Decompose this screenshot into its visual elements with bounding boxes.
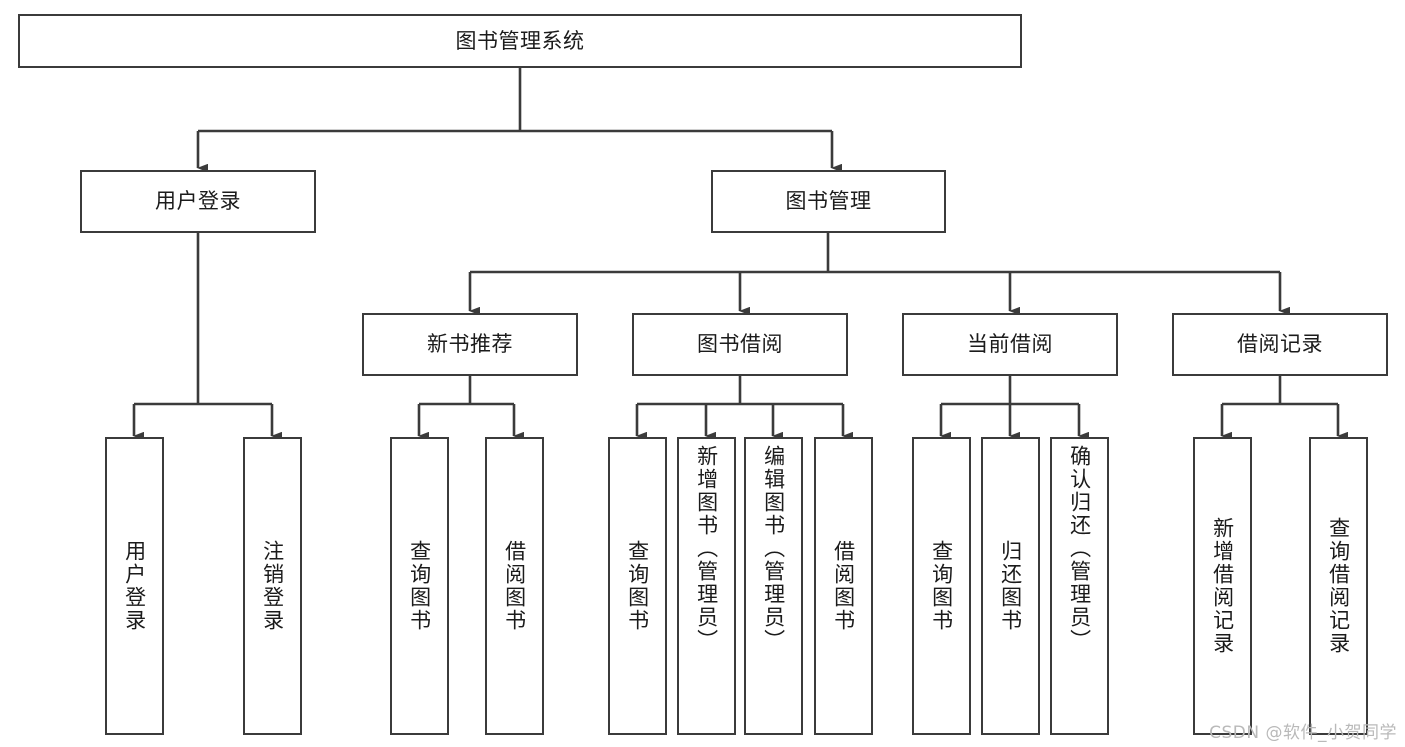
node-label: 用户登录 [155, 189, 241, 214]
node-label: 编辑图书（管理员） [761, 445, 786, 652]
node-label: 注销登录 [260, 540, 285, 632]
node-label: 查询借阅记录 [1326, 517, 1351, 655]
leaf-current-return-book[interactable]: 归还图书 [981, 437, 1040, 735]
node-label: 借阅图书 [831, 540, 856, 632]
node-label: 归还图书 [998, 540, 1023, 632]
leaf-record-add-record[interactable]: 新增借阅记录 [1193, 437, 1252, 735]
node-label: 借阅图书 [502, 540, 527, 632]
node-label: 查询图书 [625, 540, 650, 632]
leaf-user-login-login[interactable]: 用户登录 [105, 437, 164, 735]
watermark-text: CSDN @软件_小贺同学 [1209, 723, 1397, 743]
node-label: 新增图书（管理员） [694, 445, 719, 652]
leaf-borrow-add-book-admin[interactable]: 新增图书（管理员） [677, 437, 736, 735]
node-borrowing-records[interactable]: 借阅记录 [1172, 313, 1388, 376]
leaf-borrow-query-book[interactable]: 查询图书 [608, 437, 667, 735]
leaf-new-book-query-book[interactable]: 查询图书 [390, 437, 449, 735]
leaf-record-query-record[interactable]: 查询借阅记录 [1309, 437, 1368, 735]
leaf-new-book-borrow-book[interactable]: 借阅图书 [485, 437, 544, 735]
node-book-borrowing[interactable]: 图书借阅 [632, 313, 848, 376]
node-book-management[interactable]: 图书管理 [711, 170, 946, 233]
node-label: 新书推荐 [427, 332, 513, 357]
node-label: 图书借阅 [697, 332, 783, 357]
node-root-book-management-system[interactable]: 图书管理系统 [18, 14, 1022, 68]
node-user-login[interactable]: 用户登录 [80, 170, 316, 233]
leaf-current-confirm-return-admin[interactable]: 确认归还（管理员） [1050, 437, 1109, 735]
node-label: 当前借阅 [967, 332, 1053, 357]
node-new-book-recommendation[interactable]: 新书推荐 [362, 313, 578, 376]
node-label: 图书管理 [785, 189, 872, 214]
leaf-user-login-logout[interactable]: 注销登录 [243, 437, 302, 735]
node-label: 借阅记录 [1237, 332, 1323, 357]
node-label: 用户登录 [122, 540, 147, 632]
node-label: 查询图书 [407, 540, 432, 632]
node-label: 新增借阅记录 [1210, 517, 1235, 655]
leaf-current-query-book[interactable]: 查询图书 [912, 437, 971, 735]
node-current-borrowing[interactable]: 当前借阅 [902, 313, 1118, 376]
leaf-borrow-borrow-book[interactable]: 借阅图书 [814, 437, 873, 735]
node-label: 查询图书 [929, 540, 954, 632]
leaf-borrow-edit-book-admin[interactable]: 编辑图书（管理员） [744, 437, 803, 735]
node-label: 确认归还（管理员） [1067, 445, 1092, 652]
node-label: 图书管理系统 [455, 28, 585, 53]
